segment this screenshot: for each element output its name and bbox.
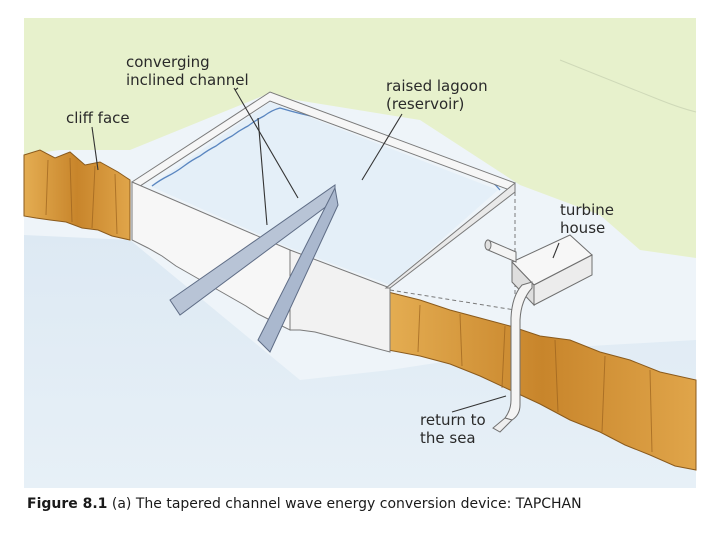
figure-caption: Figure 8.1 (a) The tapered channel wave …: [27, 496, 582, 512]
reservoir-wall-right: [289, 249, 391, 353]
land-area: [24, 18, 696, 258]
figure-number: Figure 8.1: [27, 496, 108, 512]
label-return-line1: return to: [420, 411, 486, 429]
intake-pipe: [484, 239, 517, 263]
cliff-face-right: [387, 291, 697, 471]
label-cliff-face: cliff face: [66, 109, 130, 127]
leader-lines: [91, 87, 560, 413]
hidden-edges: [389, 192, 516, 311]
label-converging-line2: inclined channel: [126, 71, 249, 89]
label-converging-line1: converging: [126, 53, 210, 71]
reservoir-wall-end: [384, 181, 516, 289]
cliff-face-left-striations: [45, 157, 118, 235]
cliff-face-left: [23, 149, 131, 241]
turbine-house: [511, 234, 593, 307]
figure-caption-text: (a) The tapered channel wave energy conv…: [111, 496, 582, 512]
label-raised-lagoon-line2: (reservoir): [386, 95, 465, 113]
return-pipe: [492, 281, 533, 433]
label-turbine-line1: turbine: [560, 201, 614, 219]
reservoir-wall-left: [131, 181, 291, 331]
label-turbine-line2: house: [560, 219, 606, 237]
label-raised-lagoon-line1: raised lagoon: [386, 77, 488, 95]
label-return-line2: the sea: [420, 429, 476, 447]
cliff-face-right-striations: [417, 304, 653, 453]
contour-line: [559, 59, 697, 113]
channel-wall-right: [257, 186, 339, 353]
